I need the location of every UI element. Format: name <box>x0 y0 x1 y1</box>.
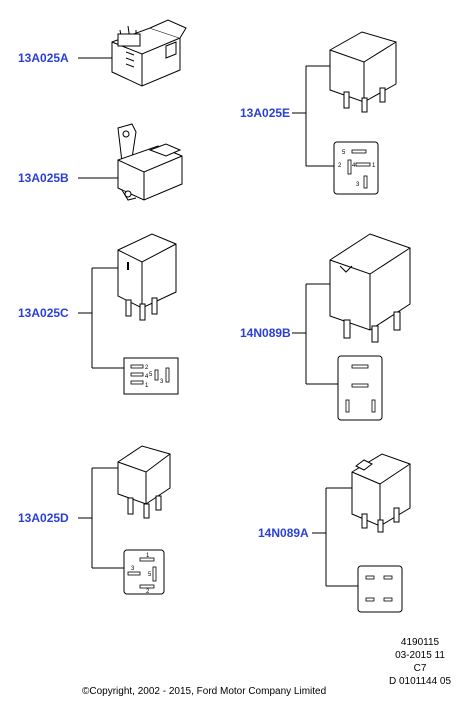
copyright-notice: ©Copyright, 2002 - 2015, Ford Motor Comp… <box>82 686 327 697</box>
relay-13a025e-drawing <box>329 31 397 113</box>
relay-14n089b-drawing <box>329 233 411 343</box>
pin-label: 2 <box>145 365 149 371</box>
part-13a025a[interactable]: 13A025A <box>18 19 187 87</box>
pin-label: 2 <box>146 589 150 595</box>
part-label-14n089b: 14N089B <box>240 326 291 340</box>
pin-label: 1 <box>372 163 376 169</box>
pin-label: 3 <box>356 182 360 188</box>
pin-label: 2 <box>338 163 342 169</box>
relay-13a025d-drawing <box>117 445 171 519</box>
pinout-14n089a <box>357 565 403 613</box>
pin-label: 5 <box>148 572 152 578</box>
pinout-13a025c: 2 5 4 3 1 <box>123 357 179 395</box>
pin-label: 1 <box>145 383 149 389</box>
pin-label: 1 <box>146 553 150 559</box>
relay-14n089a-drawing <box>351 453 411 533</box>
relay-13a025b-drawing <box>117 123 183 201</box>
relay-13a025a-drawing <box>111 19 187 87</box>
relay-13a025c-drawing <box>117 233 177 321</box>
part-14n089a[interactable]: 14N089A <box>258 453 411 613</box>
part-label-13a025a: 13A025A <box>18 51 69 65</box>
part-13a025d[interactable]: 13A025D 1 3 5 2 <box>18 445 171 595</box>
pin-label: 3 <box>160 379 164 385</box>
reference-id: D 0101144 05 <box>388 676 452 687</box>
pinout-14n089b <box>337 355 383 421</box>
part-label-13a025e: 13A025E <box>240 106 290 120</box>
part-label-13a025b: 13A025B <box>18 171 69 185</box>
pinout-13a025d: 1 3 5 2 <box>123 549 165 595</box>
reference-number: 4190115 <box>400 637 440 648</box>
drawing-reference: 4190115 03-2015 11 C7 D 0101144 05 <box>380 636 460 688</box>
part-label-13a025c: 13A025C <box>18 306 69 320</box>
pinout-13a025e: 5 2 4 1 3 <box>333 141 379 195</box>
part-14n089b[interactable]: 14N089B <box>240 233 411 421</box>
part-label-14n089a: 14N089A <box>258 526 309 540</box>
part-13a025c[interactable]: 13A025C 2 5 4 3 1 <box>18 233 179 395</box>
part-13a025b[interactable]: 13A025B <box>18 123 183 201</box>
pin-label: 4 <box>145 374 149 380</box>
part-13a025e[interactable]: 13A025E 5 2 4 1 3 <box>240 31 397 195</box>
pin-label: 5 <box>149 372 153 378</box>
pin-label: 3 <box>131 566 135 572</box>
part-label-13a025d: 13A025D <box>18 511 69 525</box>
reference-date: 03-2015 11 <box>395 650 445 661</box>
pin-label: 5 <box>342 150 346 156</box>
reference-code: C7 <box>413 663 427 674</box>
pin-label: 4 <box>352 163 356 169</box>
